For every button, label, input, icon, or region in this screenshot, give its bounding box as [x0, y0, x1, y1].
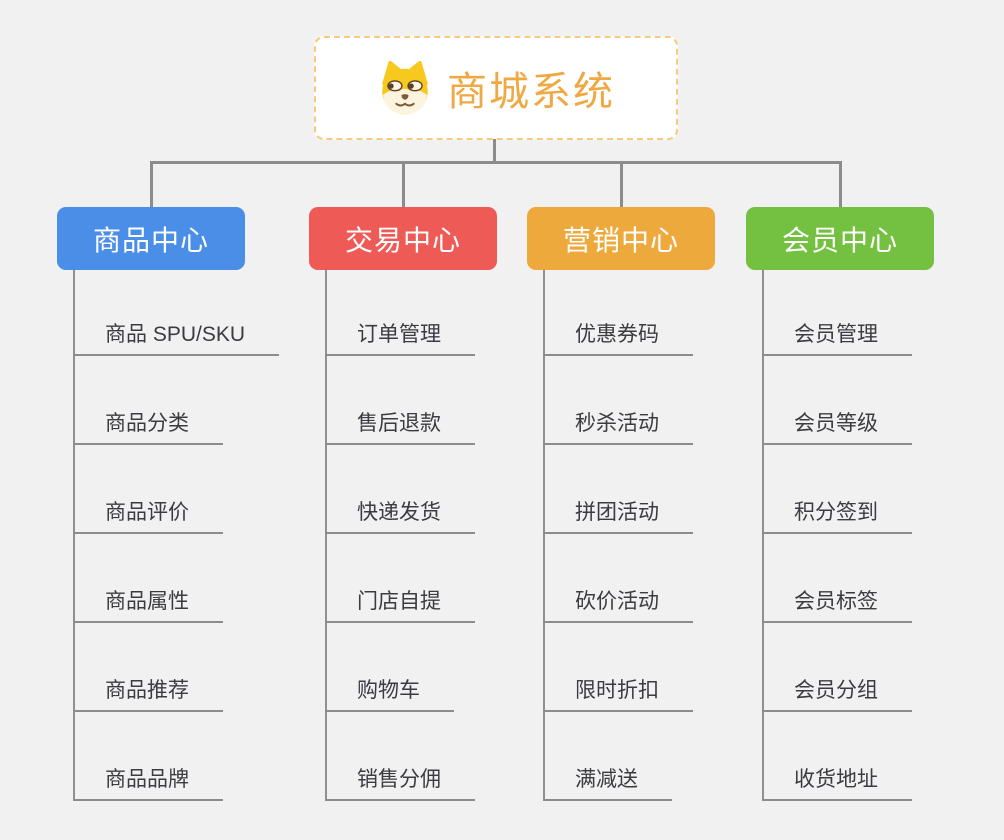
root-node-title: 商城系统 [447, 70, 615, 114]
leaf-node[interactable]: 商品分类 [73, 411, 223, 445]
branch-trunk-connector-product-center [73, 270, 75, 801]
leaf-node[interactable]: 会员标签 [762, 589, 912, 623]
leaf-node[interactable]: 商品品牌 [73, 767, 223, 801]
branch-trunk-connector-member-center [762, 270, 764, 801]
leaf-node[interactable]: 拼团活动 [543, 500, 693, 534]
branch-node-product-center[interactable]: 商品中心 [57, 207, 245, 270]
leaf-node[interactable]: 商品 SPU/SKU [73, 322, 280, 356]
leaf-node[interactable]: 售后退款 [325, 411, 475, 445]
leaf-node[interactable]: 商品评价 [73, 500, 223, 534]
root-stem-connector [493, 139, 496, 164]
leaf-node[interactable]: 砍价活动 [543, 589, 693, 623]
dog-face-icon [382, 60, 428, 115]
branch-drop-connector-trade-center [401, 161, 405, 209]
branch-node-member-center[interactable]: 会员中心 [746, 207, 934, 270]
leaf-node[interactable]: 门店自提 [325, 589, 475, 623]
root-node[interactable]: 商城系统 [314, 36, 678, 140]
branch-node-label: 商品中心 [92, 224, 209, 256]
branch-node-trade-center[interactable]: 交易中心 [309, 207, 497, 270]
leaf-node[interactable]: 会员等级 [762, 411, 912, 445]
branch-drop-connector-product-center [149, 161, 153, 209]
leaf-node[interactable]: 收货地址 [762, 767, 912, 801]
branch-node-label: 营销中心 [562, 224, 679, 256]
leaf-node[interactable]: 限时折扣 [543, 678, 693, 712]
branch-trunk-connector-marketing-center [543, 270, 545, 801]
leaf-node[interactable]: 商品推荐 [73, 678, 223, 712]
branch-node-label: 交易中心 [344, 224, 461, 256]
branch-drop-connector-marketing-center [619, 161, 623, 209]
branch-bus-connector [150, 161, 841, 164]
leaf-node[interactable]: 购物车 [325, 678, 454, 712]
branch-drop-connector-member-center [838, 161, 842, 209]
leaf-node[interactable]: 订单管理 [325, 322, 475, 356]
branch-trunk-connector-trade-center [325, 270, 327, 801]
leaf-node[interactable]: 销售分佣 [325, 767, 475, 801]
leaf-node[interactable]: 优惠券码 [543, 322, 693, 356]
leaf-node[interactable]: 满减送 [543, 767, 672, 801]
leaf-node[interactable]: 商品属性 [73, 589, 223, 623]
leaf-node[interactable]: 秒杀活动 [543, 411, 693, 445]
branch-node-marketing-center[interactable]: 营销中心 [527, 207, 715, 270]
leaf-node[interactable]: 会员管理 [762, 322, 912, 356]
leaf-node[interactable]: 积分签到 [762, 500, 912, 534]
branch-node-label: 会员中心 [781, 224, 898, 256]
leaf-node[interactable]: 快递发货 [325, 500, 475, 534]
leaf-node[interactable]: 会员分组 [762, 678, 912, 712]
